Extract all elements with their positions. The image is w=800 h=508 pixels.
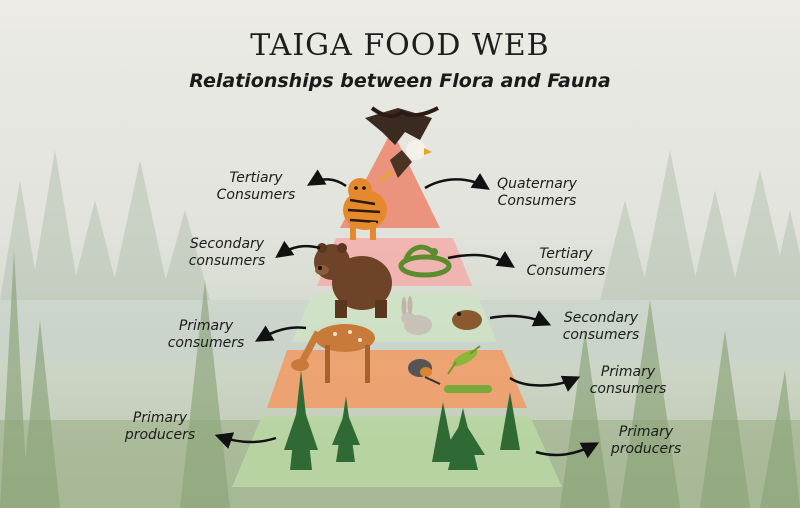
label-line: Tertiary — [539, 246, 593, 262]
label-tertiary-consumers-right: Tertiary Consumers — [516, 246, 616, 280]
toad-icon — [452, 310, 482, 330]
tiger-icon — [343, 178, 387, 240]
label-line: Consumers — [497, 193, 577, 209]
arrow-secondary-right — [489, 310, 552, 327]
label-quaternary-consumers-right: Quaternary Consumers — [482, 176, 592, 210]
label-line: producers — [124, 427, 196, 443]
label-line: Secondary — [563, 310, 639, 326]
page-title: TAIGA FOOD WEB — [250, 28, 550, 63]
arrow-primary-consumers-left — [254, 325, 307, 342]
label-line: Primary — [600, 364, 656, 380]
label-line: Secondary — [189, 236, 265, 252]
arrow-quaternary-right — [424, 173, 490, 190]
caterpillar-icon — [444, 385, 492, 393]
bear-icon — [314, 243, 392, 318]
spruce-trees-icon — [284, 370, 520, 470]
label-line: Tertiary — [229, 170, 283, 186]
label-primary-producers-left: Primary producers — [110, 410, 210, 444]
arrow-tertiary-left — [306, 169, 347, 188]
bird-icon — [408, 359, 441, 385]
page-subtitle: Relationships between Flora and Fauna — [189, 70, 611, 92]
label-line: consumers — [589, 381, 667, 397]
label-line: Primary — [132, 410, 188, 426]
eagle-icon — [365, 106, 439, 182]
label-line: Primary — [618, 424, 674, 440]
rabbit-icon — [401, 296, 432, 335]
label-line: producers — [610, 441, 682, 457]
grasshopper-icon — [447, 345, 481, 375]
snake-icon — [398, 244, 452, 278]
tier-base — [232, 416, 562, 487]
label-line: consumers — [188, 253, 266, 269]
label-secondary-consumers-left: Secondary consumers — [172, 236, 282, 270]
label-primary-consumers-right: Primary consumers — [578, 364, 678, 398]
arrow-primary-consumers-right — [509, 375, 581, 392]
label-secondary-consumers-right: Secondary consumers — [546, 310, 656, 344]
arrow-producers-left — [214, 432, 277, 449]
label-primary-producers-right: Primary producers — [596, 424, 696, 458]
deer-icon — [291, 324, 375, 383]
arrow-producers-right — [535, 442, 600, 459]
label-line: consumers — [562, 327, 640, 343]
label-line: Primary — [178, 318, 234, 334]
label-tertiary-consumers-left: Tertiary Consumers — [206, 170, 306, 204]
arrow-tertiary-right — [447, 251, 515, 268]
label-line: consumers — [167, 335, 245, 351]
label-line: Consumers — [216, 187, 296, 203]
arrow-secondary-left — [275, 240, 321, 259]
label-primary-consumers-left: Primary consumers — [156, 318, 256, 352]
label-line: Consumers — [526, 263, 606, 279]
label-line: Quaternary — [497, 176, 577, 192]
